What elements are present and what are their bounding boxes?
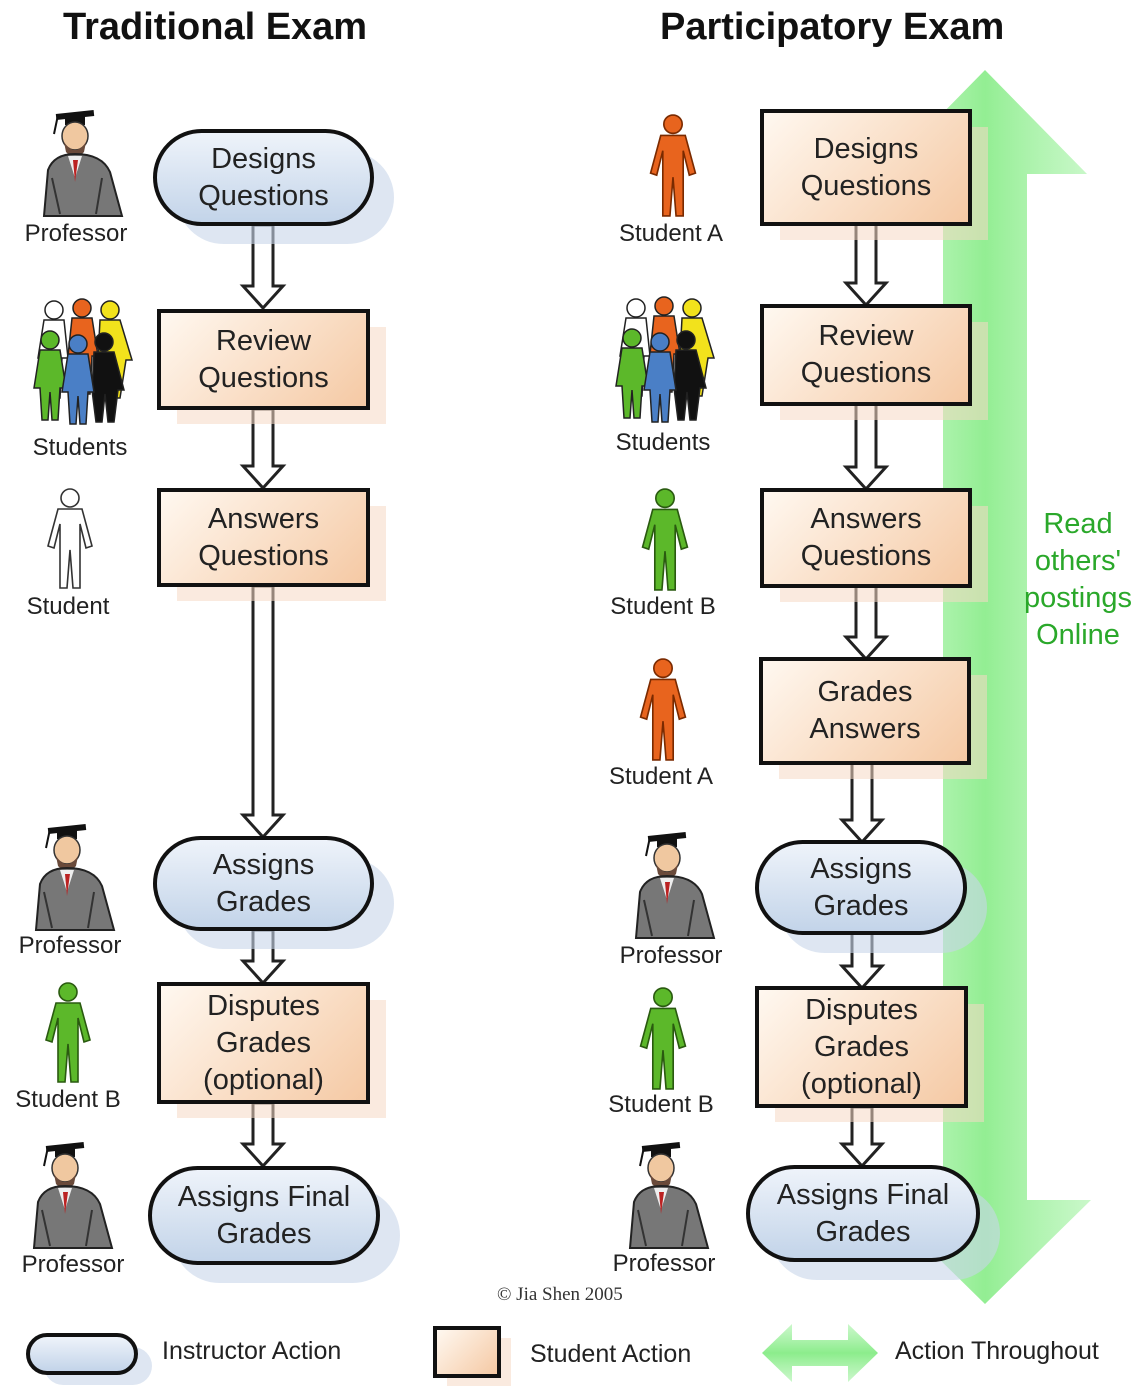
- student-green-icon: [45, 982, 91, 1083]
- actor-label: Students: [615, 429, 711, 456]
- actor-label: Student B: [608, 1091, 714, 1118]
- professor-icon: [634, 832, 716, 939]
- actor-label: Student A: [618, 220, 724, 247]
- student-green-icon: [641, 488, 689, 591]
- legend-instructor-swatch: [26, 1333, 138, 1375]
- flow-arrow: [239, 584, 287, 840]
- flow-arrow: [239, 928, 287, 986]
- legend-throughout-arrow-icon: [762, 1324, 878, 1382]
- traditional-exam-title: Traditional Exam: [63, 6, 368, 48]
- flow-arrow: [239, 223, 287, 311]
- student-orange-icon: [649, 114, 697, 217]
- student-orange-icon: [639, 658, 687, 761]
- flow-arrow: [842, 402, 890, 492]
- action-throughout-arrow-icon: [879, 70, 1091, 1304]
- legend-instructor-label: Instructor Action: [162, 1337, 342, 1365]
- professor-icon: [32, 1142, 114, 1249]
- legend-student-swatch: [433, 1326, 501, 1378]
- professor-icon: [42, 110, 124, 217]
- professor-icon: [628, 1142, 710, 1249]
- actor-label: Student B: [610, 593, 716, 620]
- flow-arrow: [842, 222, 890, 308]
- flow-arrow: [838, 1105, 886, 1169]
- legend-student-label: Student Action: [530, 1340, 692, 1368]
- flow-arrow: [838, 761, 886, 845]
- student-white-icon: [47, 488, 93, 589]
- participatory-exam-title: Participatory Exam: [660, 6, 1005, 48]
- actor-label: Student: [26, 593, 110, 620]
- students-group-icon: [615, 296, 716, 423]
- read-others-postings-text: Read others' postings Online: [1023, 508, 1132, 651]
- actor-label: Professor: [24, 220, 128, 247]
- actor-label: Professor: [612, 1250, 716, 1277]
- flow-arrow: [239, 1101, 287, 1169]
- actor-label: Students: [32, 434, 128, 461]
- actor-label: Student A: [608, 763, 714, 790]
- copyright: © Jia Shen 2005: [497, 1284, 623, 1305]
- legend-throughout-label: Action Throughout: [895, 1337, 1099, 1365]
- flow-arrow: [842, 584, 890, 662]
- professor-icon: [34, 824, 116, 931]
- students-group-icon: [33, 298, 134, 425]
- actor-label: Student B: [15, 1086, 121, 1113]
- actor-label: Professor: [18, 932, 122, 959]
- flow-arrow: [239, 407, 287, 491]
- actor-label: Professor: [619, 942, 723, 969]
- student-green-icon: [639, 987, 687, 1090]
- actor-label: Professor: [21, 1251, 125, 1278]
- flow-arrow: [838, 931, 886, 991]
